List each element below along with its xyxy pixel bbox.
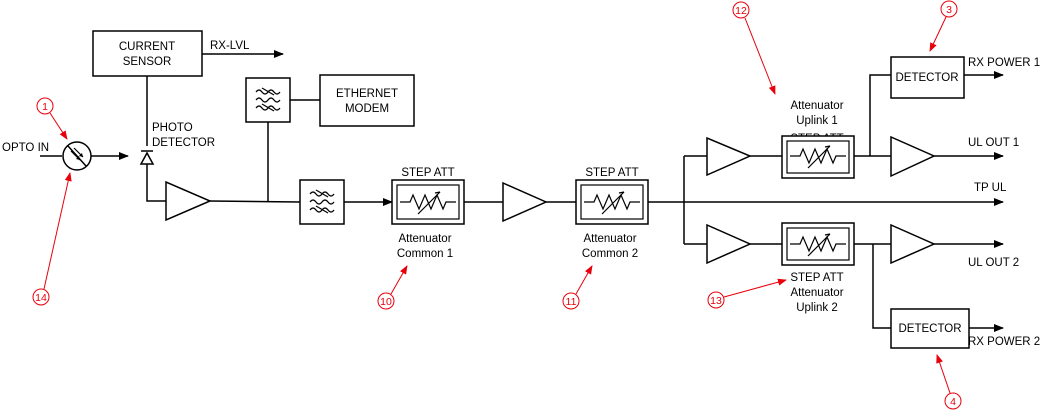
- attenuator-uplink2-label-1: Attenuator: [790, 287, 843, 299]
- svg-text:13: 13: [710, 295, 722, 307]
- attenuator-common1-label-1: Attenuator: [398, 233, 451, 245]
- photo-detector-label-1: PHOTO: [152, 122, 193, 134]
- step-att-common2-label: STEP ATT: [585, 167, 638, 179]
- callout-10: 10: [377, 265, 408, 310]
- uplink1-amplifier-b-icon: [890, 135, 936, 178]
- current-sensor-block: [92, 30, 203, 77]
- ethernet-modem-block: [319, 74, 415, 127]
- rx-power-1-label: RX POWER 1: [968, 57, 1040, 69]
- step-att-common1-label: STEP ATT: [401, 167, 454, 179]
- svg-text:11: 11: [566, 296, 577, 308]
- attenuator-uplink1-label-1: Attenuator: [790, 100, 843, 112]
- detector-bottom-block: [890, 308, 970, 349]
- uplink2-detector-tap-wire: [872, 244, 891, 329]
- current-sensor-label-1: CURRENT: [119, 41, 175, 53]
- callout-12: 12: [732, 1, 776, 95]
- callout-3: 3: [929, 0, 958, 52]
- callout-14: 14: [32, 172, 72, 306]
- ethernet-modem-label-2: MODEM: [345, 103, 389, 115]
- callout-1: 1: [36, 97, 68, 140]
- detector-top-label: DETECTOR: [895, 72, 958, 84]
- attenuator-common1-label-2: Common 1: [397, 248, 453, 260]
- diode-to-amp-wire: [146, 164, 166, 202]
- attenuator-common2-label-2: Common 2: [582, 248, 638, 260]
- current-sensor-label-2: SENSOR: [123, 56, 172, 68]
- svg-text:12: 12: [735, 5, 747, 17]
- ethernet-modem-label-1: ETHERNET: [336, 88, 398, 100]
- tp-ul-label: TP UL: [974, 182, 1007, 194]
- uplink2-amplifier-a-icon: [706, 223, 752, 265]
- step-att-uplink2-label: STEP ATT: [790, 272, 843, 284]
- svg-text:14: 14: [35, 292, 47, 304]
- callout-11: 11: [562, 265, 593, 310]
- rx-lvl-label: RX-LVL: [210, 40, 250, 52]
- attenuator-uplink1-label-2: Uplink 1: [796, 115, 838, 127]
- opto-in-label: OPTO IN: [2, 142, 49, 154]
- callout-4: 4: [936, 354, 962, 410]
- detector-bottom-label: DETECTOR: [898, 323, 961, 335]
- ul-out-1-label: UL OUT 1: [968, 137, 1019, 149]
- uplink2-amplifier-b-icon: [890, 223, 936, 265]
- attenuator-common2-label-1: Attenuator: [583, 233, 636, 245]
- step-att-uplink2-inner: [786, 227, 850, 261]
- svg-text:3: 3: [946, 4, 952, 16]
- svg-text:4: 4: [950, 396, 956, 408]
- main-path-wire-1: [209, 200, 301, 203]
- uplink1-amplifier-a-icon: [706, 136, 752, 177]
- step-att-common2-inner: [580, 184, 644, 220]
- step-att-uplink1-inner: [786, 140, 850, 174]
- attenuator-uplink2-label-2: Uplink 2: [796, 302, 838, 314]
- photo-detector-label-2: DETECTOR: [152, 137, 215, 149]
- photo-diode-icon: [139, 150, 155, 165]
- amplifier-2-icon: [502, 181, 548, 223]
- amplifier-1-icon: [165, 180, 212, 222]
- ul-out-2-label: UL OUT 2: [968, 257, 1019, 269]
- svg-text:10: 10: [380, 296, 392, 308]
- callout-13: 13: [707, 278, 787, 309]
- rx-power-2-label: RX POWER 2: [968, 336, 1040, 348]
- detector-top-block: [890, 56, 965, 99]
- svg-text:1: 1: [42, 101, 48, 113]
- step-att-common1-inner: [396, 184, 460, 220]
- uplink1-detector-tap-wire: [869, 74, 891, 156]
- optical-connector-icon: [62, 141, 92, 171]
